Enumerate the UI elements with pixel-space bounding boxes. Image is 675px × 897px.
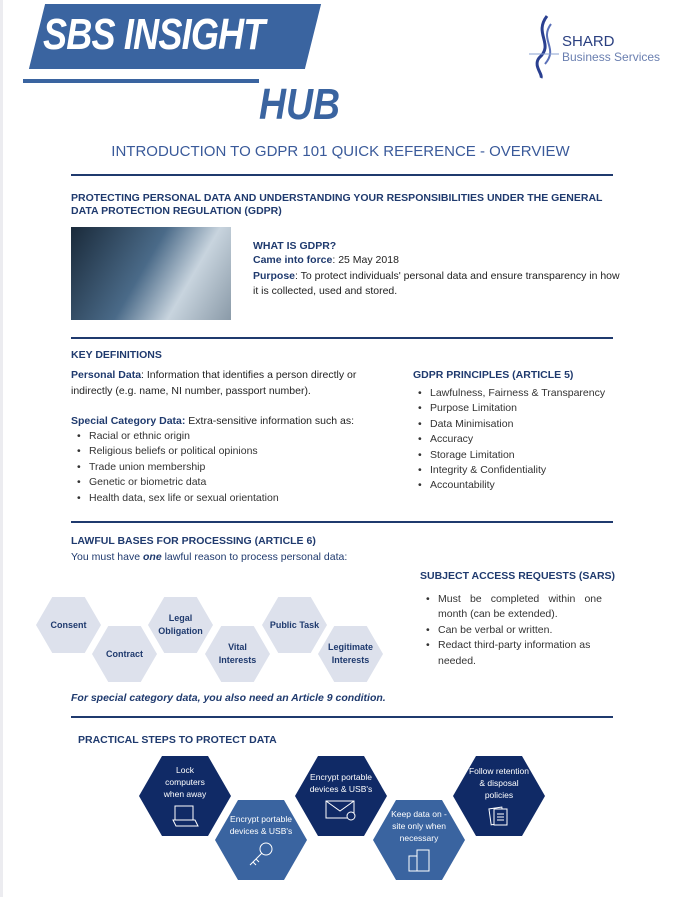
divider	[71, 174, 613, 176]
list-item: Purpose Limitation	[414, 401, 605, 417]
purpose-value: : To protect individuals' personal data …	[253, 269, 620, 298]
force-label: Came into force	[253, 254, 333, 266]
basis-vital-interests: Vital Interests	[205, 626, 270, 682]
principles-heading: GDPR PRINCIPLES (ARTICLE 5)	[413, 369, 574, 381]
gdpr-facts: Came into force: 25 May 2018 Purpose: To…	[253, 253, 623, 300]
logo-subtitle: Business Services	[562, 50, 661, 64]
lawful-heading: LAWFUL BASES FOR PROCESSING (ARTICLE 6)	[71, 535, 316, 547]
banner-underline	[23, 79, 259, 83]
list-item: Genetic or biometric data	[73, 475, 279, 491]
force-value: : 25 May 2018	[332, 254, 399, 266]
step-lock-computers: Lock computers when away	[139, 756, 231, 836]
list-item: Health data, sex life or sexual orientat…	[73, 491, 279, 507]
list-item: Lawfulness, Fairness & Transparency	[414, 386, 605, 402]
personal-label: Personal Data	[71, 369, 142, 381]
list-item: Redact third-party information as needed…	[422, 638, 602, 669]
list-item: Racial or ethnic origin	[73, 429, 279, 445]
documents-icon	[488, 806, 508, 826]
sars-list: Must be completed within one month (can …	[422, 592, 602, 669]
divider	[71, 337, 613, 339]
definitions-heading: KEY DEFINITIONS	[71, 349, 162, 361]
intro-emphasis: one	[143, 551, 162, 563]
list-item: Must be completed within one month (can …	[422, 592, 602, 623]
special-category-list: Racial or ethnic origin Religious belief…	[73, 429, 279, 506]
basis-contract: Contract	[92, 626, 157, 682]
divider	[71, 716, 613, 718]
principles-list: Lawfulness, Fairness & Transparency Purp…	[414, 386, 605, 494]
list-item: Accountability	[414, 478, 605, 494]
step-keep-onsite: Keep data on -site only when necessary	[373, 800, 465, 880]
sars-heading: SUBJECT ACCESS REQUESTS (SARS)	[420, 570, 616, 582]
article-9-note: For special category data, you also need…	[71, 692, 386, 704]
step-retention-policies: Follow retention & disposal policies	[453, 756, 545, 836]
building-icon	[408, 849, 430, 872]
special-label: Special Category Data:	[71, 415, 186, 427]
step-encrypt-email: Encrypt portable devices & USB's	[295, 756, 387, 836]
basis-legitimate-interests: Legitimate Interests	[318, 626, 383, 682]
key-icon	[249, 842, 273, 866]
basis-legal-obligation: Legal Obligation	[148, 597, 213, 653]
security-photo	[71, 227, 231, 320]
lawful-intro: You must have one lawful reason to proce…	[71, 550, 351, 566]
basis-public-task: Public Task	[262, 597, 327, 653]
step-label: Follow retention & disposal policies	[468, 766, 529, 800]
list-item: Trade union membership	[73, 460, 279, 476]
envelope-lock-icon	[325, 800, 356, 821]
steps-heading: PRACTICAL STEPS TO PROTECT DATA	[78, 734, 277, 746]
step-label: Encrypt portable devices & USB's	[229, 814, 293, 836]
page-title: INTRODUCTION TO GDPR 101 QUICK REFERENCE…	[111, 143, 570, 160]
personal-data-definition: Personal Data: Information that identifi…	[71, 368, 381, 399]
special-value: Extra-sensitive information such as:	[185, 415, 355, 427]
special-data-definition: Special Category Data: Extra-sensitive i…	[71, 414, 381, 430]
intro-text: lawful reason to process personal data:	[161, 551, 348, 563]
step-label: Lock computers when away	[163, 765, 207, 799]
step-encrypt-devices: Encrypt portable devices & USB's	[215, 800, 307, 880]
list-item: Integrity & Confidentiality	[414, 463, 605, 479]
hub-title: HUB	[259, 80, 341, 129]
basis-consent: Consent	[36, 597, 101, 653]
divider	[71, 521, 613, 523]
list-item: Religious beliefs or political opinions	[73, 444, 279, 460]
step-label: Keep data on -site only when necessary	[391, 809, 447, 843]
shard-logo-icon	[529, 15, 559, 79]
intro-heading: PROTECTING PERSONAL DATA AND UNDERSTANDI…	[71, 192, 603, 217]
logo-name: SHARD	[562, 33, 615, 50]
laptop-icon	[172, 805, 199, 827]
intro-text: You must have	[71, 551, 143, 563]
what-is-gdpr-heading: WHAT IS GDPR?	[253, 240, 337, 252]
list-item: Data Minimisation	[414, 417, 605, 433]
purpose-label: Purpose	[253, 269, 296, 282]
step-label: Encrypt portable devices & USB's	[309, 772, 373, 794]
list-item: Accuracy	[414, 432, 605, 448]
list-item: Storage Limitation	[414, 448, 605, 464]
list-item: Can be verbal or written.	[422, 623, 602, 639]
personal-value: : Information that identifies a person d…	[71, 369, 357, 397]
banner-title: SBS INSIGHT	[43, 10, 265, 59]
